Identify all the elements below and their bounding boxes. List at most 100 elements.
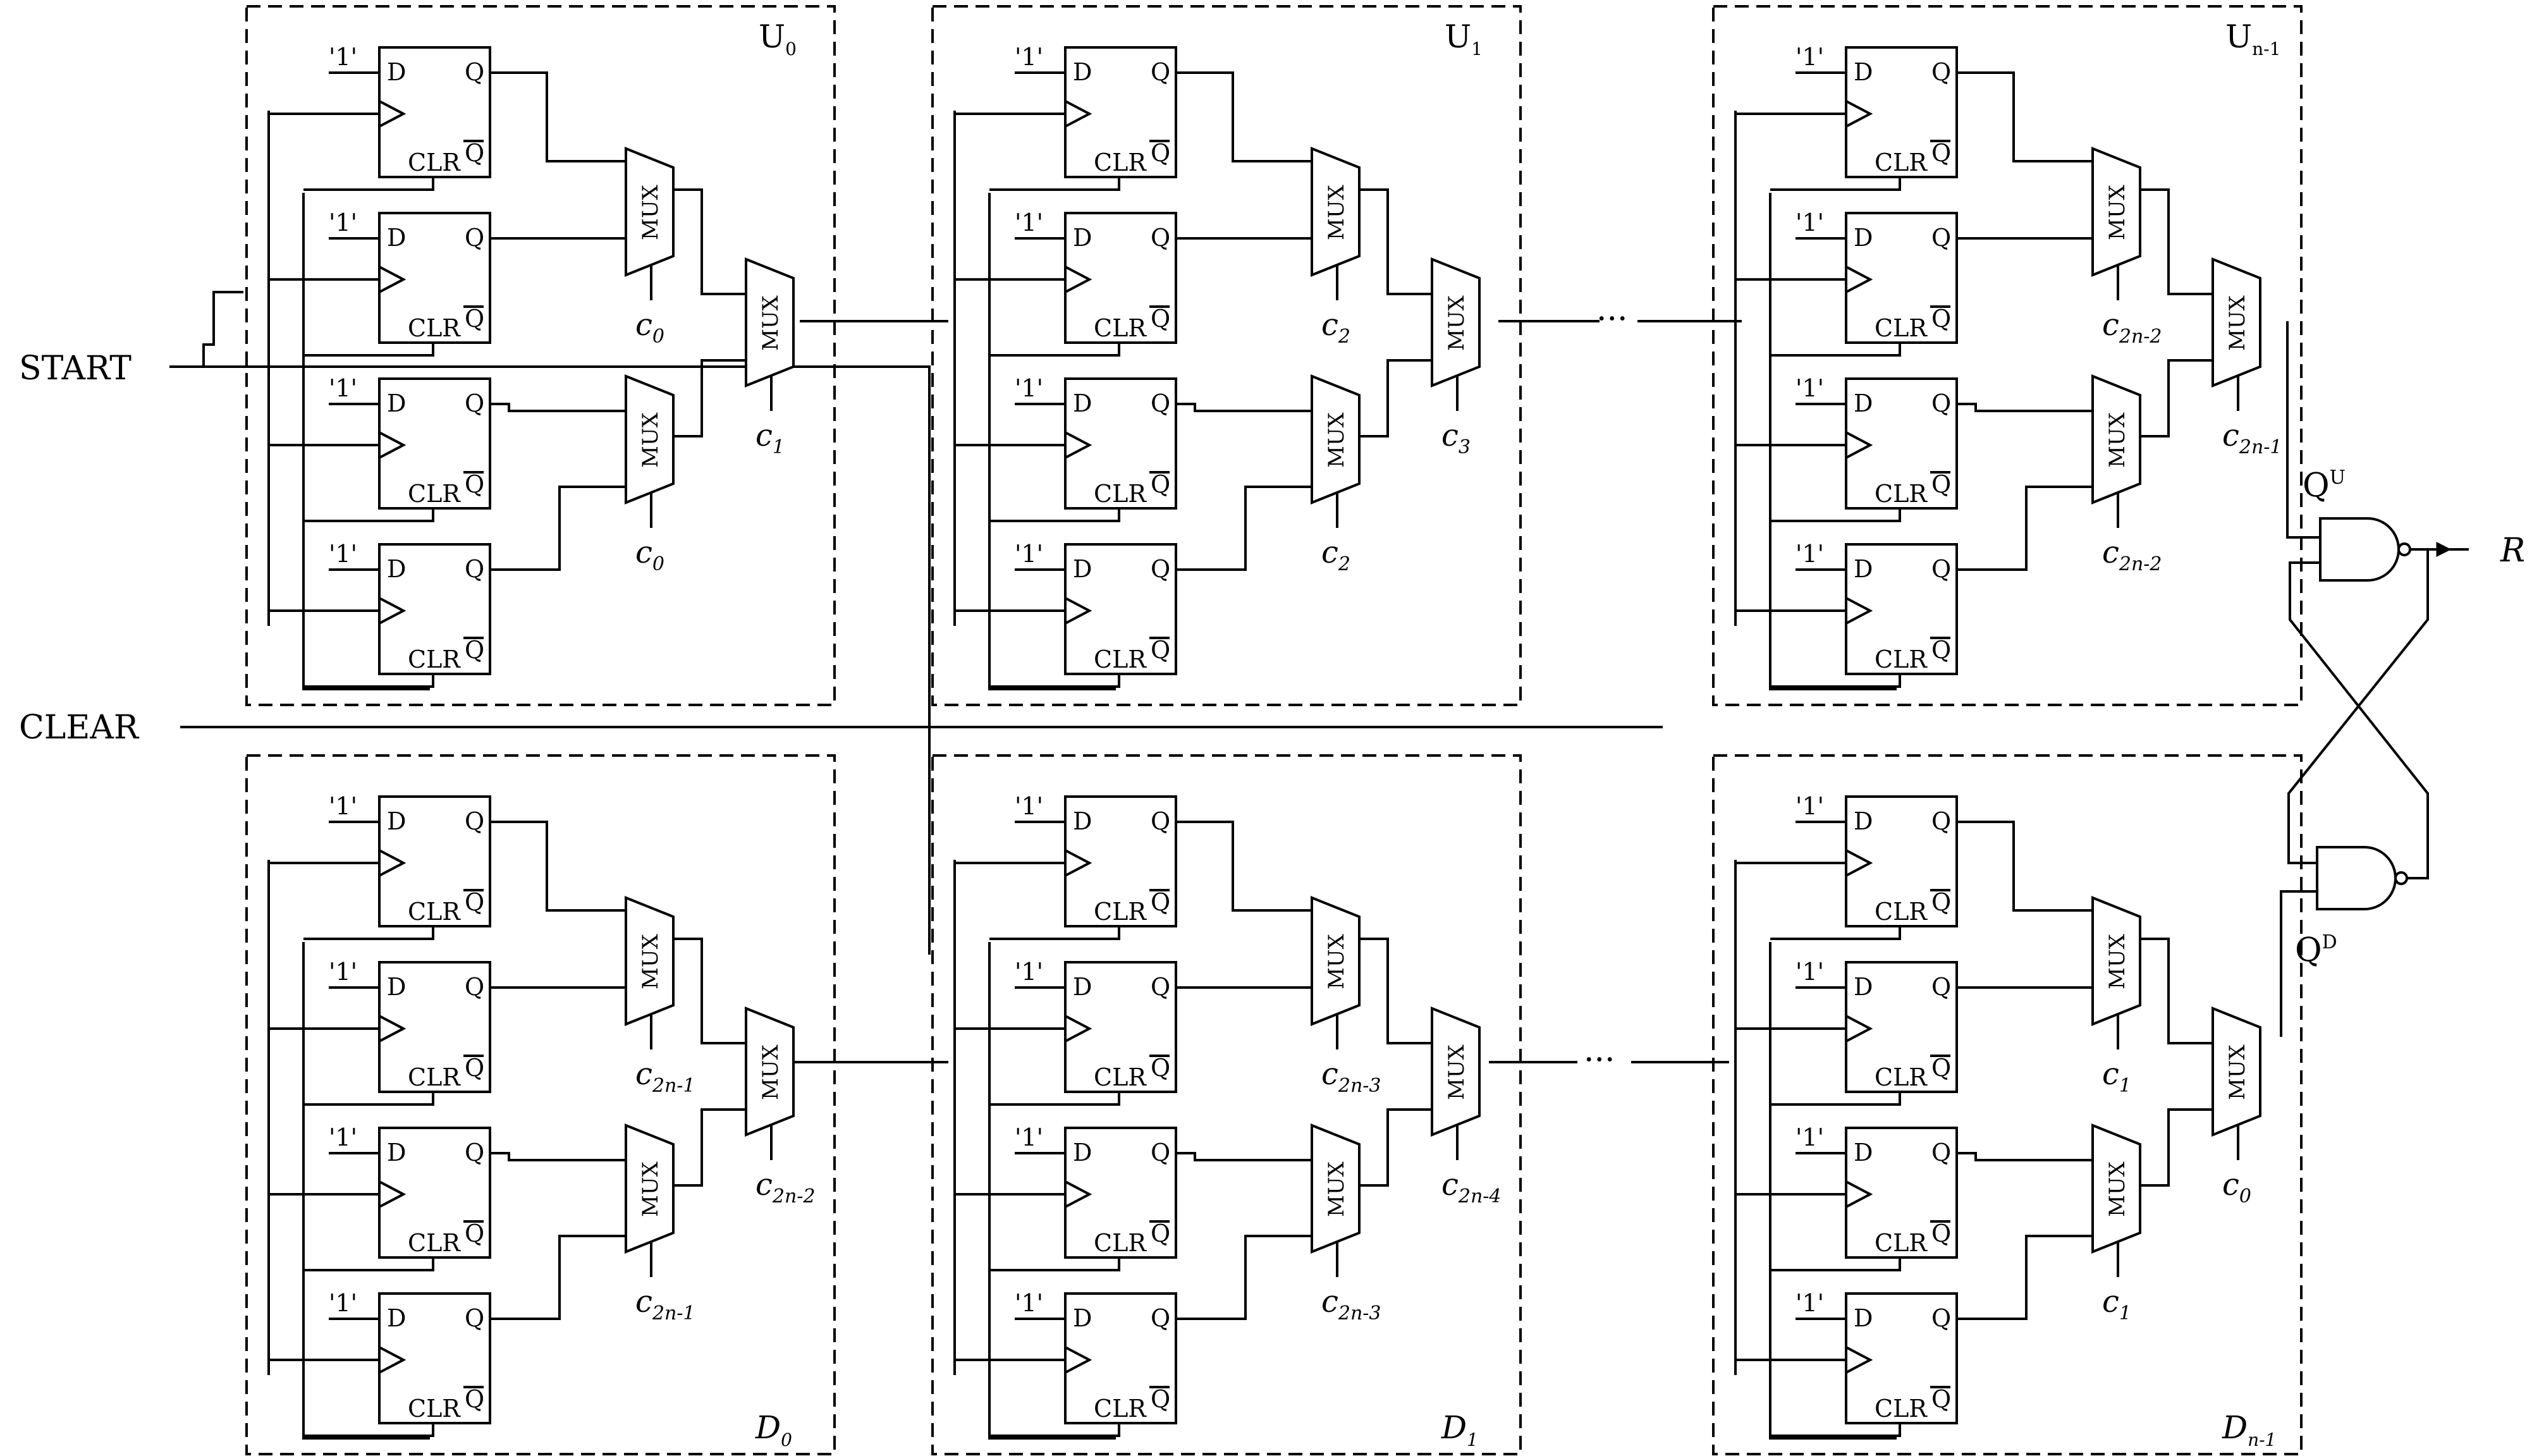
select-label: c1 [2102,1284,2131,1324]
clock-triangle [1845,1015,1873,1043]
pin-clr: CLR [1875,645,1928,673]
pin-clr: CLR [1094,1229,1147,1257]
pin-q: Q [1931,1304,1951,1332]
multiplexer [1431,1006,1481,1137]
const-one-label: '1' [1796,209,1824,236]
pin-d: D [387,1139,406,1166]
pin-qbar: Q [465,139,484,167]
pin-d: D [387,555,406,583]
select-label: c2n-1 [2222,418,2282,458]
select-label: c2 [1321,307,1350,348]
multiplexer [2212,257,2261,388]
pin-clr: CLR [1875,149,1928,176]
pin-qbar: Q [1931,1220,1951,1247]
pin-qbar: Q [1931,470,1951,498]
pin-q: Q [465,1139,484,1166]
output-r-label: R [2500,532,2525,570]
pin-d: D [1073,389,1092,417]
pin-q: Q [465,58,484,86]
clear-bus [988,942,1116,1440]
mux-label: MUX [758,1044,783,1100]
pin-d: D [1854,58,1873,86]
pin-qbar: Q [465,470,484,498]
pin-q: Q [465,555,484,583]
pin-clr: CLR [1094,314,1147,342]
const-one-label: '1' [1015,1289,1043,1317]
mux-label: MUX [2105,412,2130,468]
pin-qbar: Q [1151,1054,1170,1082]
multiplexer [2091,374,2141,505]
mux-label: MUX [1444,295,1469,351]
clock-triangle [1065,431,1092,459]
pin-qbar: Q [1151,1385,1170,1413]
pin-qbar: Q [1151,470,1170,498]
clock-triangle [379,431,407,459]
pin-q: Q [1151,555,1170,583]
const-one-label: '1' [329,43,357,71]
select-label: c1 [756,418,785,458]
mux-label: MUX [638,934,663,989]
pin-d: D [1073,1304,1092,1332]
pin-q: Q [1931,224,1951,252]
pin-clr: CLR [1094,898,1147,926]
pin-clr: CLR [1875,1395,1928,1422]
unit-name: U0 [759,18,797,59]
pin-clr: CLR [1875,1229,1928,1257]
mux-label: MUX [1324,1161,1349,1217]
clear-bus [1769,193,1897,690]
select-label: c0 [2222,1167,2251,1208]
clock-triangle [1065,266,1092,293]
pin-qbar: Q [1151,888,1170,916]
pin-q: Q [465,973,484,1001]
multiplexer [2091,896,2141,1026]
select-label: c2 [1321,535,1350,575]
pin-q: Q [1151,224,1170,252]
const-one-label: '1' [1015,1123,1043,1151]
unit-boundary [931,754,1522,1455]
clock-triangle [379,100,407,128]
pin-qbar: Q [1931,139,1951,167]
const-one-label: '1' [1015,958,1043,986]
pin-d: D [387,1304,406,1332]
pin-qbar: Q [1151,636,1170,664]
pin-d: D [387,224,406,252]
multiplexer [1311,147,1361,277]
pin-qbar: Q [1151,305,1170,333]
mux-label: MUX [1324,412,1349,468]
clear-bus [988,193,1116,690]
select-label: c2n-1 [635,1056,695,1097]
pin-q: Q [1151,1304,1170,1332]
multiplexer [2212,1006,2261,1137]
latch-top-label: QU [2303,467,2346,505]
clock-triangle [1065,1346,1092,1374]
pin-clr: CLR [408,1063,461,1091]
unit-boundary [1712,754,2303,1455]
pin-qbar: Q [1931,636,1951,664]
pin-clr: CLR [1875,898,1928,926]
nand-gate-upper [2319,517,2400,582]
multiplexer [1311,1123,1361,1254]
pin-qbar: Q [1931,305,1951,333]
const-one-label: '1' [329,374,357,402]
select-label: c0 [635,535,664,575]
pin-qbar: Q [465,888,484,916]
pin-d: D [387,973,406,1001]
mux-label: MUX [638,1161,663,1217]
multiplexer [625,374,675,505]
pin-clr: CLR [408,314,461,342]
pin-clr: CLR [408,645,461,673]
pin-d: D [1854,807,1873,835]
unit-name: D1 [1441,1409,1478,1450]
multiplexer [1311,374,1361,505]
flip-flop-body [378,1292,491,1424]
pin-d: D [387,389,406,417]
multiplexer [1431,257,1481,388]
